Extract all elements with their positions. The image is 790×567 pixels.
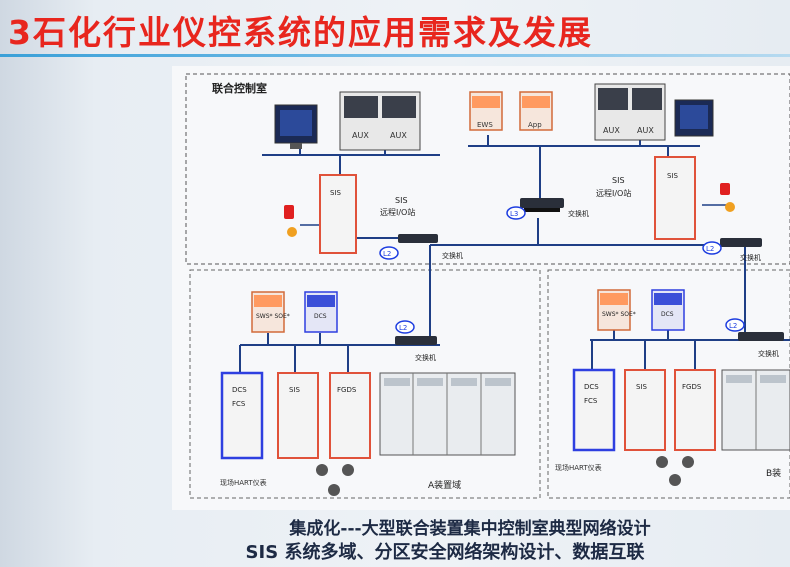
svg-text:SIS: SIS [667, 172, 679, 180]
alarm-beacon-icon [284, 205, 297, 237]
sis-remote-label: 远程I/O站 [596, 188, 631, 198]
svg-text:DCS: DCS [314, 313, 327, 320]
dcs-cabinet-b: DCS FCS [572, 368, 616, 452]
svg-text:SWS* SOE*: SWS* SOE* [602, 311, 636, 318]
sws-soe-workstation-b: SWS* SOE* [597, 289, 636, 331]
svg-text:FGDS: FGDS [337, 386, 357, 394]
sis-cabinet-b: SIS [624, 369, 666, 451]
title-divider [0, 54, 790, 57]
aux-cabinet-right: AUX AUX [594, 83, 666, 141]
sws-soe-workstation-a: SWS* SOE* [251, 291, 290, 333]
dcs-cabinet-a: DCS FCS [220, 371, 264, 460]
field-hart-label-a: 现场HART仪表 [220, 478, 267, 487]
control-room-region [185, 73, 790, 265]
aux-label: AUX [352, 131, 369, 140]
aux-cabinet-left: AUX AUX [339, 91, 421, 151]
svg-text:DCS: DCS [584, 383, 599, 391]
field-instrument-icon [316, 464, 354, 496]
sis-cabinet-top-left: SIS [319, 174, 357, 254]
switch-label: 交换机 [740, 253, 761, 262]
svg-text:L2: L2 [399, 324, 407, 332]
operator-monitor-icon [674, 99, 714, 137]
l3-label: L3 [510, 210, 518, 218]
l2-ring: L2 [702, 241, 722, 255]
svg-text:DCS: DCS [232, 386, 247, 394]
io-cabinet-rack-b [721, 369, 790, 451]
field-instrument-icon [656, 456, 694, 486]
alarm-beacon-icon [720, 183, 735, 212]
field-hart-label-b: 现场HART仪表 [555, 463, 602, 472]
area-a-label: A装置域 [428, 479, 461, 491]
switch-area-a [395, 336, 437, 345]
l2-ring: L2 [725, 318, 745, 332]
control-room-label: 联合控制室 [212, 81, 267, 95]
fgds-cabinet-b: FGDS [674, 369, 716, 451]
fgds-cabinet-a: FGDS [329, 372, 371, 459]
svg-text:L2: L2 [706, 245, 714, 253]
ews-workstation: EWS [469, 91, 503, 131]
sis-cabinet-top-right: SIS [654, 156, 696, 240]
sis-cabinet-a: SIS [277, 372, 319, 459]
l3-ring: L3 [506, 206, 526, 220]
svg-text:L2: L2 [383, 250, 391, 258]
svg-text:SIS: SIS [636, 383, 648, 391]
aux-label: AUX [637, 126, 654, 135]
switch-label: 交换机 [758, 349, 779, 358]
svg-text:L2: L2 [729, 322, 737, 330]
sis-net-label: SIS [612, 176, 625, 185]
app-workstation: App [519, 91, 553, 131]
switch-area-b [738, 332, 784, 341]
core-switch [520, 198, 564, 212]
l2-ring: L2 [395, 320, 415, 334]
slide-title: 3石化行业仪控系统的应用需求及发展 [8, 13, 593, 52]
aux-label: AUX [603, 126, 620, 135]
operator-monitor-icon [274, 104, 318, 149]
switch-top-right [720, 238, 762, 247]
area-b-label: B装 [766, 467, 781, 479]
io-cabinet-rack-a [379, 372, 516, 456]
switch-label: 交换机 [442, 251, 463, 260]
l2-ring: L2 [379, 246, 399, 260]
sis-remote-label: 远程I/O站 [380, 207, 415, 217]
dcs-workstation-b: DCS [651, 289, 685, 331]
caption-line-1: 集成化---大型联合装置集中控制室典型网络设计 [289, 519, 651, 539]
svg-text:FGDS: FGDS [682, 383, 702, 391]
caption-line-2: SIS 系统多域、分区安全网络架构设计、数据互联 [245, 542, 645, 563]
svg-text:DCS: DCS [661, 311, 674, 318]
svg-text:FCS: FCS [232, 400, 246, 408]
switch-top-left [398, 234, 438, 243]
app-label: App [528, 121, 542, 129]
ews-label: EWS [477, 121, 493, 129]
dcs-workstation-a: DCS [304, 291, 338, 333]
sis-net-label: SIS [395, 196, 408, 205]
svg-text:SIS: SIS [289, 386, 301, 394]
svg-text:SWS* SOE*: SWS* SOE* [256, 313, 290, 320]
svg-text:SIS: SIS [330, 189, 342, 197]
area-b-region [547, 269, 790, 499]
area-a-region [189, 269, 541, 499]
aux-label: AUX [390, 131, 407, 140]
svg-text:FCS: FCS [584, 397, 598, 405]
switch-label: 交换机 [568, 209, 589, 218]
switch-label: 交换机 [415, 353, 436, 362]
